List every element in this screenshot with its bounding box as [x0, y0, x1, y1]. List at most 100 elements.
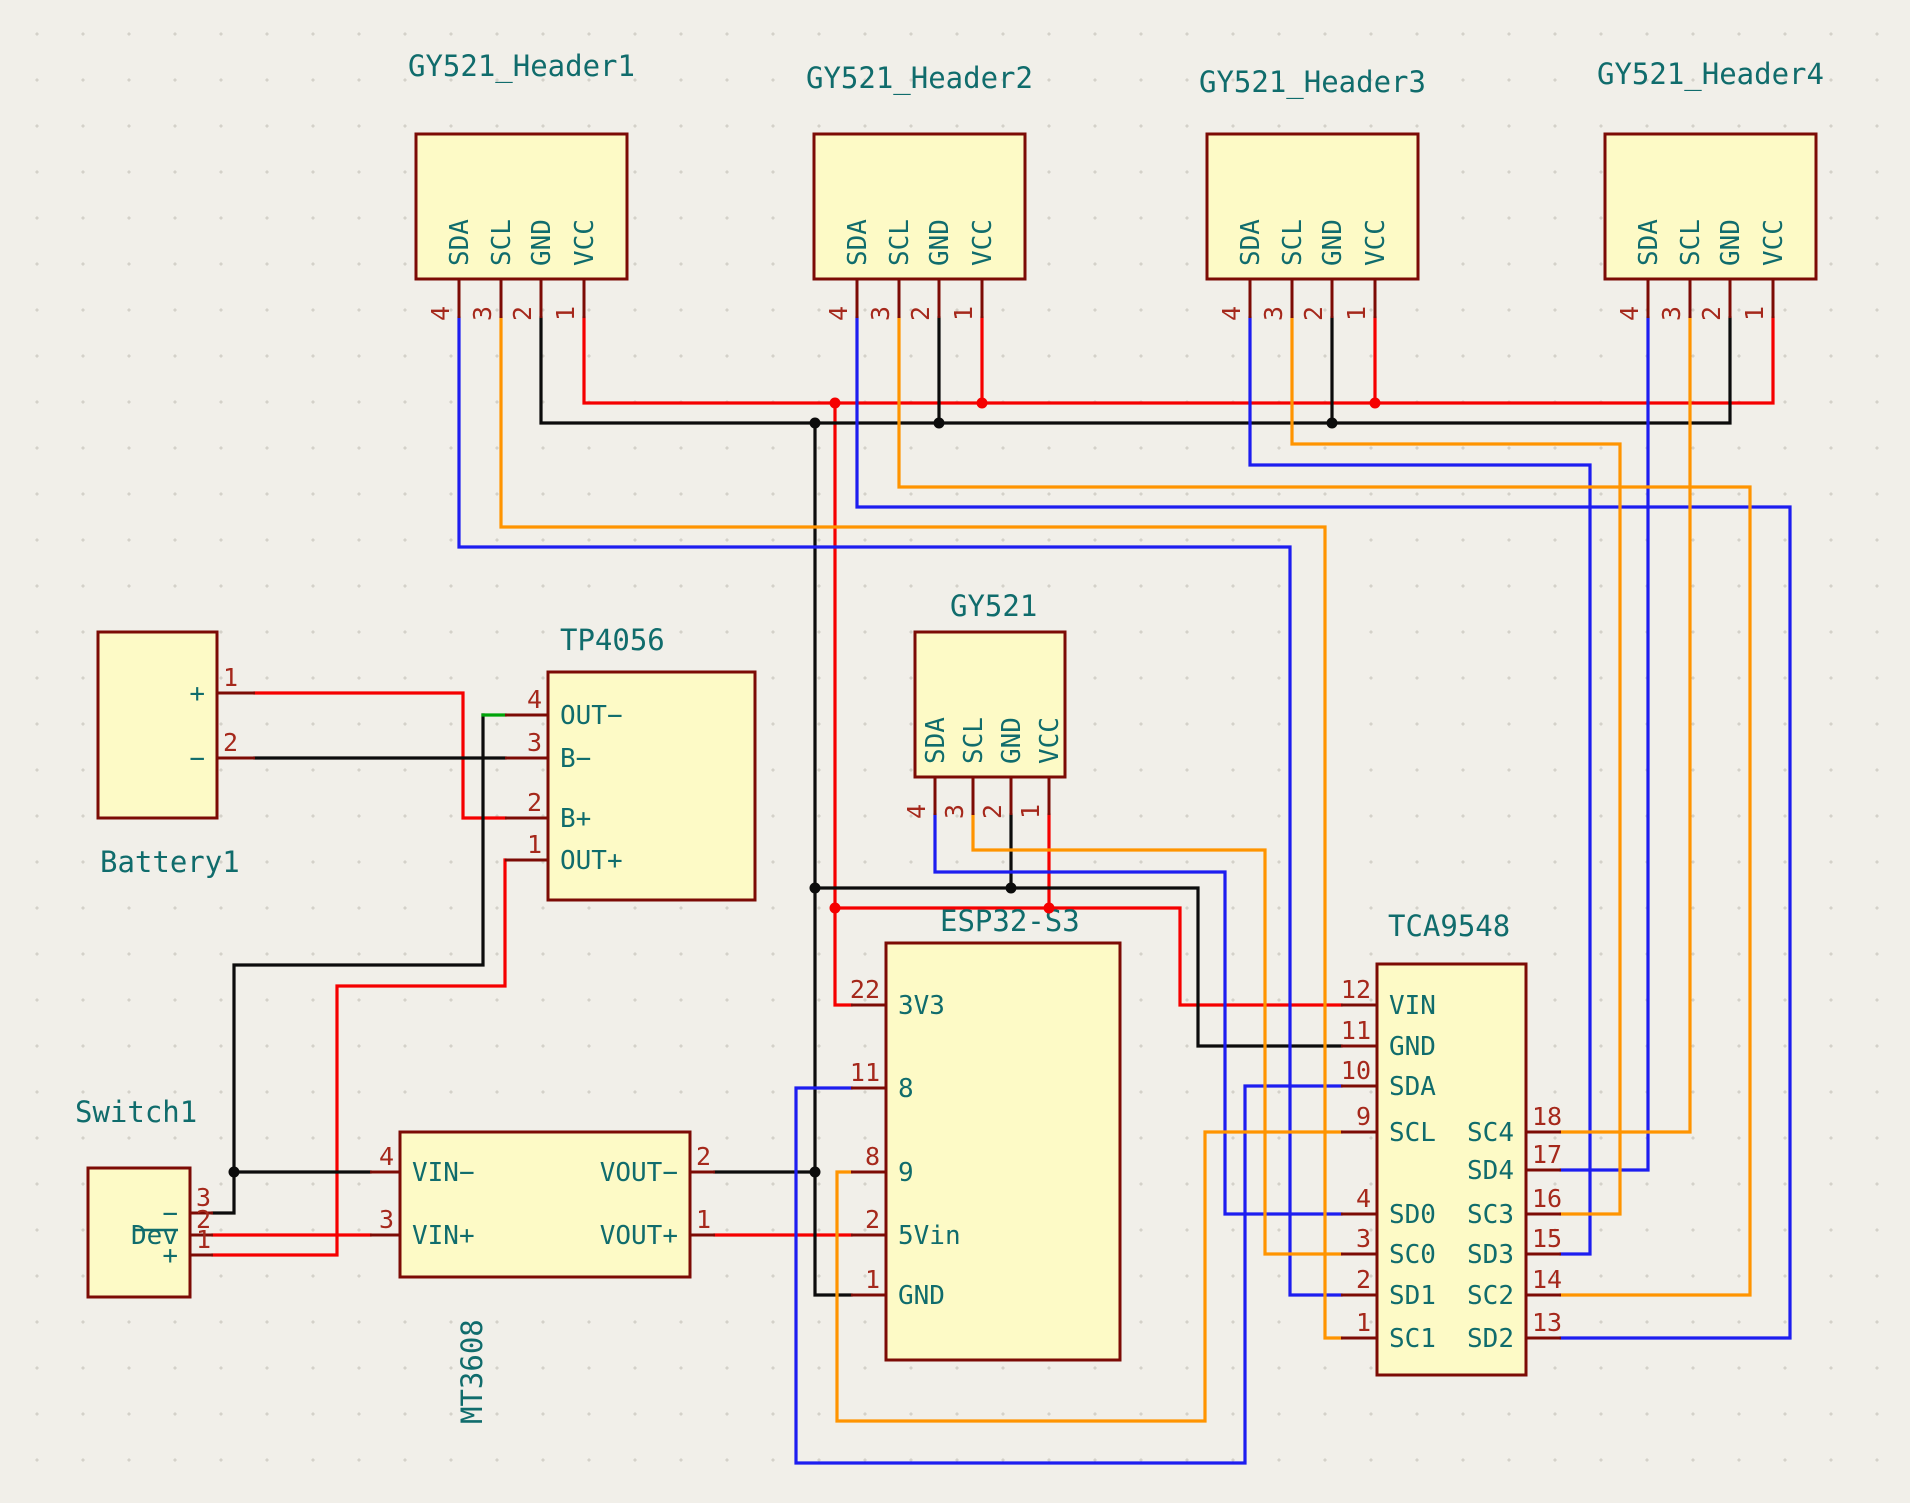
gy521-header2-pin4-number: 4	[824, 306, 853, 321]
wire-h4-scl-to-sc4[interactable]	[1559, 316, 1692, 1134]
tca9548-pin18-number: 18	[1532, 1102, 1562, 1131]
wire-esp-gpio9-to-scl[interactable]	[835, 1130, 1343, 1423]
battery1-label: Battery1	[100, 845, 240, 879]
gy521-header3-label: GY521_Header3	[1199, 65, 1426, 100]
tca9548-pin4-name: SD0	[1389, 1200, 1436, 1230]
mt3608-pin1-name: VOUT+	[600, 1221, 678, 1251]
wire-h1-scl-to-sc1[interactable]	[499, 316, 1343, 1340]
tca9548-pin18-name: SC4	[1467, 1118, 1514, 1148]
junction-dot	[976, 397, 988, 409]
esp32-s3-pin1-number: 1	[865, 1265, 880, 1294]
wire-h2-scl-to-sc2[interactable]	[897, 316, 1752, 1297]
junction-dot	[809, 1166, 821, 1178]
wire-h3-sda-to-sd3[interactable]	[1248, 316, 1592, 1256]
tca9548-pin12-name: VIN	[1389, 991, 1436, 1021]
gy521-header2-pin3-name: SCL	[885, 219, 915, 266]
gy521-pin4-number: 4	[902, 804, 931, 819]
tca9548-pin13-name: SD2	[1467, 1324, 1514, 1354]
mt3608-pin4-name: VIN−	[412, 1158, 475, 1188]
gy521-header4-pin4-number: 4	[1615, 306, 1644, 321]
wire-gnd-main-vertical[interactable]	[813, 421, 853, 1297]
mt3608-body	[398, 1130, 692, 1279]
esp32-s3-body	[884, 941, 1122, 1362]
gy521-header1-pin3-name: SCL	[487, 219, 517, 266]
switch1-pin1-number: 1	[196, 1225, 211, 1254]
battery1-pin1-number: 1	[223, 663, 238, 692]
gy521-header2-body	[812, 132, 1027, 281]
wire-gy521-scl-to-sc0[interactable]	[971, 813, 1343, 1256]
tp4056-pin1-name: OUT+	[560, 846, 623, 876]
mt3608-label: MT3608	[455, 1319, 489, 1424]
gy521-pin3-name: SCL	[959, 717, 989, 764]
wire-tp-outplus-to-switch[interactable]	[211, 858, 507, 1257]
wire-esp-gpio8-to-sda[interactable]	[794, 1084, 1343, 1465]
tca9548-pin14-number: 14	[1532, 1265, 1562, 1294]
wire-vcc-main-vertical[interactable]	[833, 401, 853, 1007]
gy521-header1-pin4-number: 4	[426, 306, 455, 321]
switch1-pin2-number: 2	[196, 1205, 211, 1234]
gy521-body	[913, 630, 1067, 779]
gy521-header3-pin3-number: 3	[1259, 306, 1288, 321]
gy521-header3-pin4-number: 4	[1217, 306, 1246, 321]
wire-battery-plus[interactable]	[253, 691, 507, 820]
wire-h2-sda-to-sd2[interactable]	[855, 316, 1792, 1340]
gy521-header4-pin2-number: 2	[1697, 306, 1726, 321]
gy521-header1-pin1-name: VCC	[570, 219, 600, 266]
gy521-header3-pin2-number: 2	[1299, 306, 1328, 321]
gy521-header1-pin1-number: 1	[551, 306, 580, 321]
gy521-header2-pin3-number: 3	[866, 306, 895, 321]
tca9548-pin12-number: 12	[1341, 975, 1371, 1004]
mt3608-pin2-number: 2	[696, 1142, 711, 1171]
tca9548-pin3-name: SC0	[1389, 1240, 1436, 1270]
wire-vcc-to-tca-vin[interactable]	[833, 906, 1343, 1007]
tca9548-pin9-name: SCL	[1389, 1118, 1436, 1148]
tca9548-pin15-name: SD3	[1467, 1240, 1514, 1270]
wire-h3-scl-to-sc3[interactable]	[1290, 316, 1622, 1216]
gy521-header3-pin2-name: GND	[1318, 219, 1348, 266]
wire-h4-sda-to-sd4[interactable]	[1559, 316, 1650, 1172]
tca9548-pin17-number: 17	[1532, 1140, 1562, 1169]
tca9548-pin2-name: SD1	[1389, 1281, 1436, 1311]
junction-dot	[1043, 902, 1055, 914]
gy521-header4-pin3-number: 3	[1657, 306, 1686, 321]
junction-dot	[1326, 417, 1338, 429]
battery1-pin1-name: +	[189, 679, 205, 709]
tp4056-pin3-number: 3	[527, 728, 542, 757]
wire-gnd-bus[interactable]	[539, 316, 1732, 425]
wire-h1-sda-to-sd1[interactable]	[457, 316, 1343, 1297]
tca9548-pin1-number: 1	[1356, 1308, 1371, 1337]
gy521-header1-pin3-number: 3	[468, 306, 497, 321]
wire-vcc-bus[interactable]	[582, 316, 1775, 405]
esp32-s3-pin22-number: 22	[850, 975, 880, 1004]
esp32-s3-label: ESP32-S3	[940, 904, 1080, 938]
gy521-label: GY521	[950, 589, 1037, 623]
gy521-header2-pin2-number: 2	[906, 306, 935, 321]
mt3608-pin1-number: 1	[696, 1205, 711, 1234]
gy521-header1-body	[414, 132, 629, 281]
battery1-body	[96, 630, 219, 820]
esp32-s3-pin8-number: 8	[865, 1142, 880, 1171]
esp32-s3-pin11-number: 11	[850, 1058, 880, 1087]
gy521-pin4-name: SDA	[921, 717, 951, 764]
gy521-header3-body	[1205, 132, 1420, 281]
switch1-body	[86, 1166, 192, 1299]
tca9548-pin1-name: SC1	[1389, 1324, 1436, 1354]
junction-dot	[1005, 882, 1017, 894]
switch1-pin3-number: 3	[196, 1183, 211, 1212]
esp32-s3-pin1-name: GND	[898, 1281, 945, 1311]
component-tca9548[interactable]: TCA954812VIN11GND10SDA9SCL4SD03SC02SD11S…	[1341, 909, 1562, 1377]
tca9548-pin9-number: 9	[1356, 1102, 1371, 1131]
wire-tp-outminus-to-switch[interactable]	[211, 713, 485, 1215]
